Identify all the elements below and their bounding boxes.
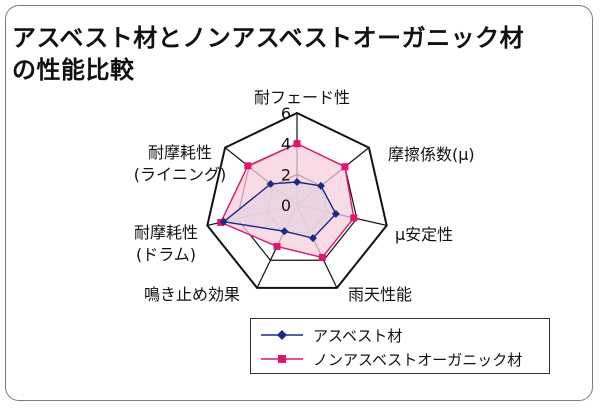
- chart-title-line-1: アスベスト材とノンアスベストオーガニック材: [12, 24, 525, 52]
- legend-marker-diamond-icon: [261, 330, 303, 340]
- axis-label-3: 雨天性能: [348, 285, 412, 304]
- tick-label-6: 6: [281, 104, 291, 123]
- chart-title-line-2: の性能比較: [12, 56, 135, 84]
- axis-label-2: μ安定性: [395, 225, 453, 244]
- legend-item-non-asbestos: ノンアスベストオーガニック材: [259, 348, 522, 370]
- series-0-point-4: [280, 227, 289, 236]
- tick-label-4: 4: [281, 135, 291, 154]
- legend-marker-square-icon: [261, 355, 303, 363]
- series-line-1: [219, 142, 355, 259]
- series-0-point-2: [331, 209, 340, 218]
- series-0-point-5: [219, 217, 228, 226]
- series-1-point-6: [244, 162, 252, 170]
- series-1-point-0: [293, 140, 301, 148]
- tick-label-2: 2: [281, 165, 291, 184]
- axis-label-1: 摩擦係数(μ): [388, 145, 475, 164]
- series-1-point-2: [350, 214, 358, 222]
- series-1-point-4: [273, 242, 281, 250]
- chart-title: アスベスト材とノンアスベストオーガニック材 の性能比較: [12, 22, 572, 86]
- series-0-point-6: [266, 179, 275, 188]
- legend-label-non-asbestos: ノンアスベストオーガニック材: [313, 350, 523, 369]
- tick-label-0: 0: [281, 196, 291, 215]
- legend-item-asbestos: アスベスト材: [259, 324, 402, 346]
- series-1-point-1: [341, 163, 349, 171]
- axis-label-6: 耐摩耗性(ライニング): [134, 143, 227, 184]
- radar-ticks: 0 2 4 6: [281, 104, 291, 215]
- series-line-0: [222, 181, 337, 239]
- axis-label-4: 鳴き止め効果: [144, 285, 240, 304]
- axis-label-0: 耐フェード性: [254, 88, 350, 107]
- series-1-point-3: [318, 253, 326, 261]
- radar-series: [217, 140, 358, 261]
- series-0-point-1: [316, 181, 325, 190]
- legend: アスベスト材 ノンアスベストオーガニック材: [250, 318, 550, 374]
- legend-label-asbestos: アスベスト材: [313, 326, 403, 345]
- axis-label-5: 耐摩耗性(ドラム): [134, 223, 198, 264]
- series-0-point-3: [308, 234, 317, 243]
- series-fill-1: [220, 143, 354, 258]
- series-0-point-0: [293, 178, 301, 186]
- grid-ring-6: [206, 111, 388, 289]
